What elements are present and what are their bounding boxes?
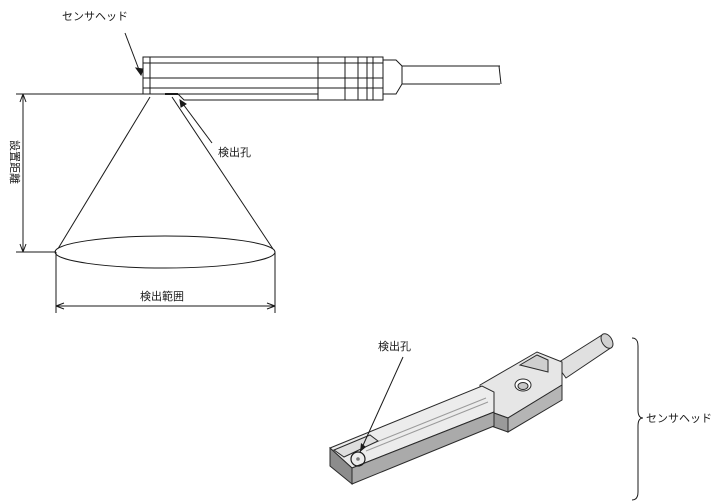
detection-range-dimension [55,252,276,313]
detection-hole-iso [350,451,366,467]
detection-hole-leader-iso [359,356,404,453]
cable-side [402,65,502,85]
sensor-head-label-iso: センサヘッド [646,412,712,425]
detection-hole-leader [179,99,213,144]
install-distance-label: 設置距離 [8,140,22,184]
detection-range-label: 検出範囲 [140,289,184,303]
sensor-head-body-side [142,56,403,101]
sensor-head-arrow [134,67,144,77]
sensor-head-label-top: センサヘッド [62,10,128,23]
detection-hole-arrow-iso [360,443,366,452]
sensor-head-body-iso [329,385,495,486]
detection-hole-label-iso: 検出孔 [378,339,411,353]
install-distance-dimension [16,93,143,253]
detection-hole-arrow [179,98,187,108]
sensor-head-bracket [631,337,644,501]
cable-iso [555,333,614,379]
detection-cone [54,96,276,269]
detection-hole-dot [356,457,360,461]
detection-hole-label-top: 検出孔 [218,145,251,159]
side-view [16,32,502,313]
isometric-view [329,333,644,501]
